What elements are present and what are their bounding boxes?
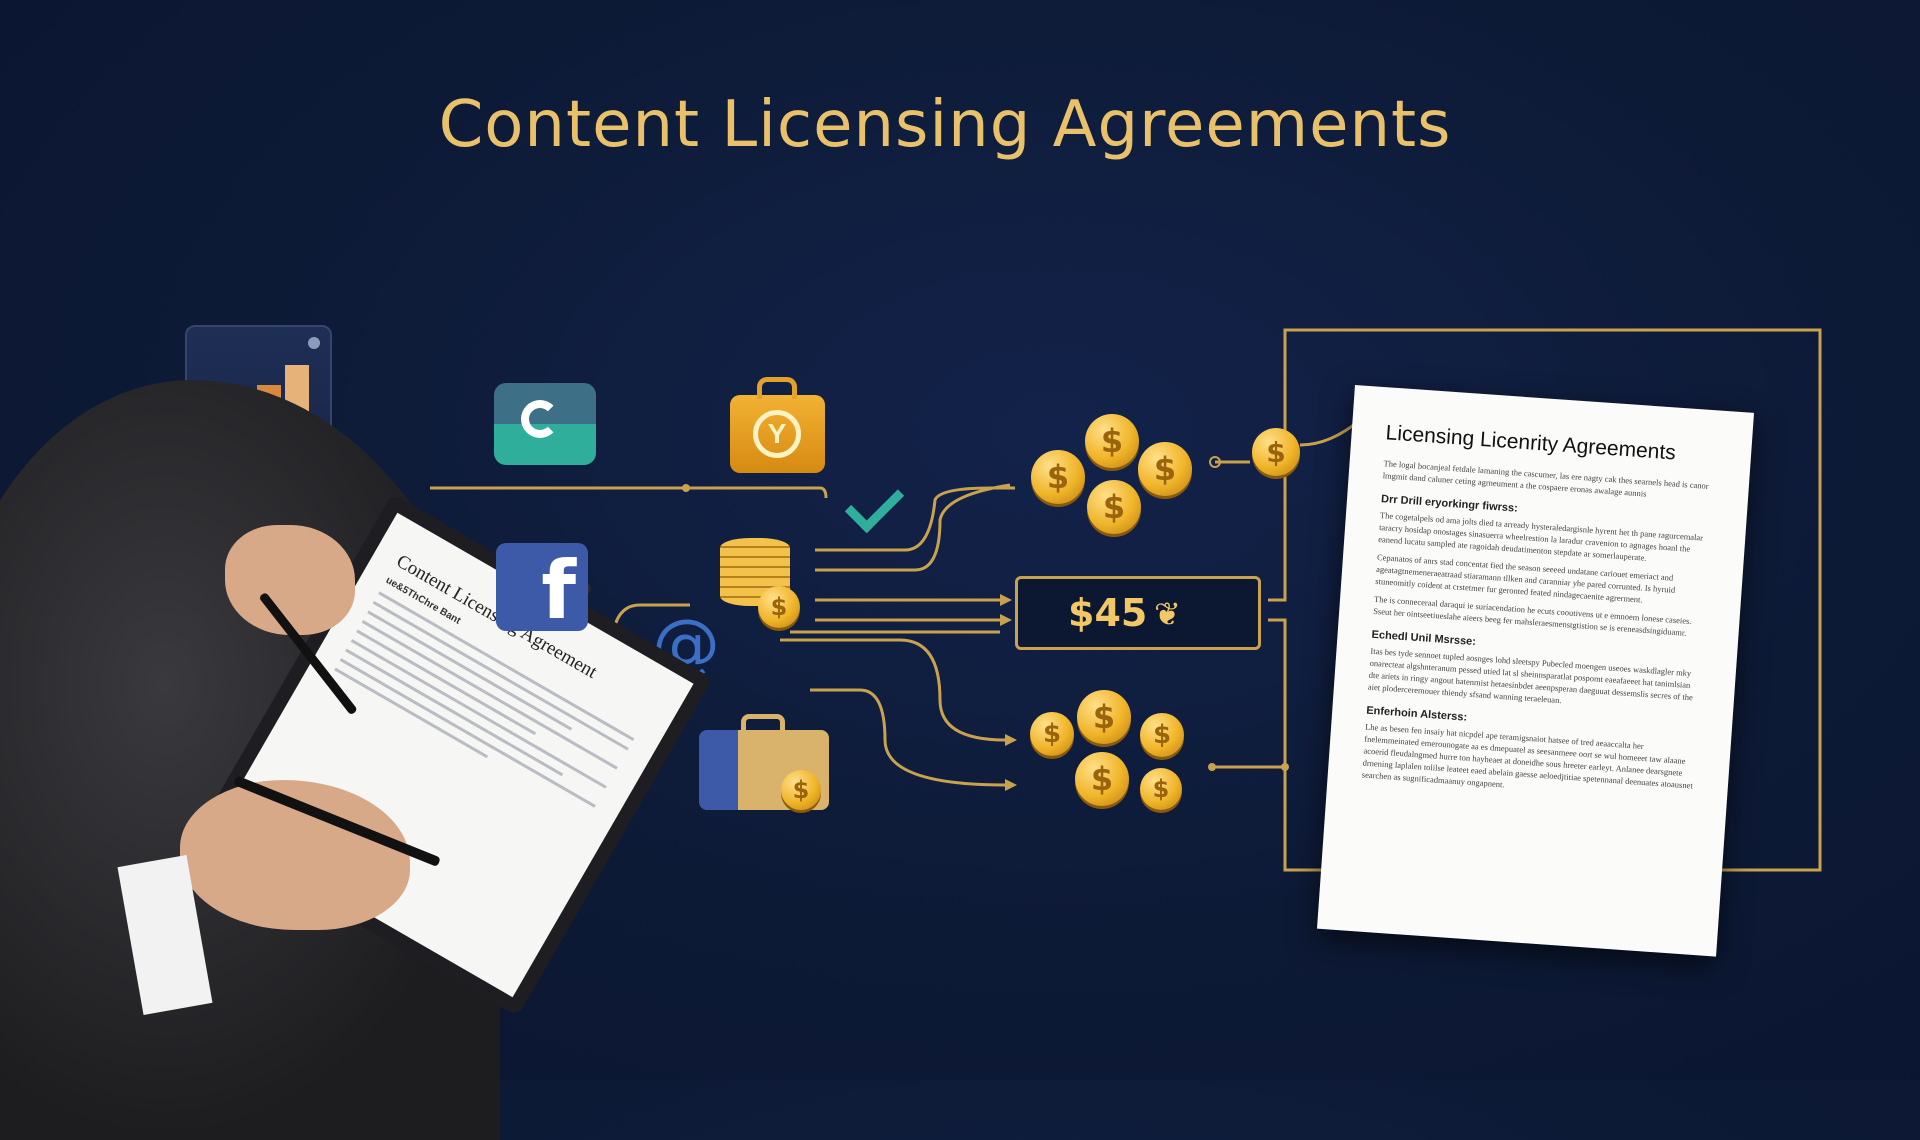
price-box: $45 ❦ [1015, 576, 1261, 650]
dollar-coin-icon: $ [1252, 428, 1300, 476]
dollar-coin-icon: $ [1075, 752, 1129, 806]
dollar-coin-icon: $ [1085, 414, 1139, 468]
page-title: Content Licensing Agreements [438, 88, 1452, 162]
dollar-coin-icon: $ [1138, 442, 1192, 496]
connector-coins-bottom [780, 638, 1006, 742]
price-amount: $45 [1068, 591, 1148, 635]
dollar-coin-icon: $ [1087, 480, 1141, 534]
licensing-document: Licensing Licenrity Agreements The logal… [1316, 385, 1755, 957]
dollar-coin-icon: $ [1030, 712, 1074, 756]
hand-upper [225, 525, 355, 635]
connector-briefcase [810, 688, 1006, 787]
refresh-app-icon [494, 383, 596, 465]
briefcase-dollar-icon: $ [699, 714, 829, 810]
connector-top-left [430, 486, 828, 499]
dollar-coin-icon: $ [1140, 768, 1182, 810]
connector-coins-top2 [815, 483, 1011, 572]
dollar-coin-icon: $ [1031, 450, 1085, 504]
connector-frame [1268, 328, 1822, 872]
connector-coins-top [815, 486, 1015, 552]
leaf-icon: ❦ [1154, 596, 1181, 632]
coin-stack-icon: $ [720, 538, 802, 628]
facebook-icon: f [496, 543, 588, 631]
dollar-coin-icon: $ [1140, 713, 1184, 757]
dollar-coin-icon: $ [1077, 690, 1131, 744]
yellow-bag-y-icon: Y [730, 377, 825, 473]
